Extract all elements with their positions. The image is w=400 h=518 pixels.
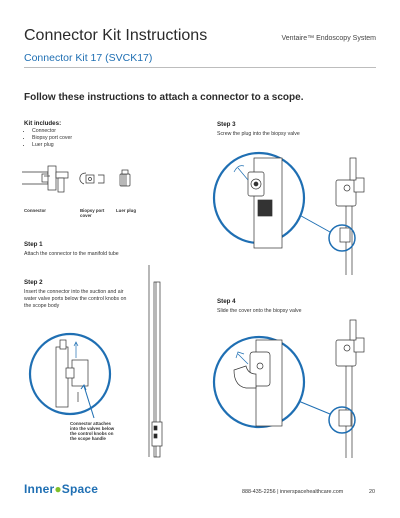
scope-handle <box>335 319 365 458</box>
page-title: Connector Kit Instructions <box>24 27 208 44</box>
header-divider <box>24 67 376 68</box>
step-3-heading: Step 3 <box>217 121 236 128</box>
kit-item: Biopsy port cover <box>32 135 72 142</box>
footer-contact: 888-435-2256 | innerspacehealthcare.com <box>242 489 344 495</box>
step-1-text: Attach the connector to the manifold tub… <box>24 251 119 257</box>
scope-shaft <box>148 265 163 458</box>
connector-caption: Connector <box>24 208 46 213</box>
page-subtitle: Connector Kit 17 (SVCK17) <box>24 52 153 64</box>
step-2-callout: Connector attaches into the valves below… <box>70 421 115 441</box>
brand-line: Ventaire™ Endoscopy System <box>281 35 376 42</box>
plug-caption: Luer plug <box>116 208 137 213</box>
biopsy-cover-illustration <box>79 172 105 185</box>
luer-plug-illustration <box>119 169 131 187</box>
connector-illustration <box>22 165 69 193</box>
step-1-heading: Step 1 <box>24 241 43 248</box>
step-2-illustration <box>28 265 163 458</box>
zoomed-connector <box>55 339 89 408</box>
step-2-heading: Step 2 <box>24 279 43 286</box>
kit-item: Connector <box>32 128 72 135</box>
kit-item: Luer plug <box>32 142 72 149</box>
kit-illustration <box>22 165 131 193</box>
kit-list: Connector Biopsy port cover Luer plug <box>24 128 72 149</box>
scope-handle <box>335 157 365 275</box>
step-3-illustration <box>212 151 365 275</box>
page-number: 20 <box>369 489 375 495</box>
footer-logo: Inner●Space <box>24 482 99 496</box>
step-3-text: Screw the plug into the biopsy valve <box>217 131 300 137</box>
step-2-text: Insert the connector into the suction an… <box>24 289 127 309</box>
kit-heading: Kit includes: <box>24 120 62 127</box>
step-4-heading: Step 4 <box>217 298 236 305</box>
cover-caption: Biopsy port cover <box>80 208 105 218</box>
step-4-text: Slide the cover onto the biopsy valve <box>217 308 302 314</box>
intro-text: Follow these instructions to attach a co… <box>24 92 304 103</box>
step-4-illustration <box>212 319 365 458</box>
